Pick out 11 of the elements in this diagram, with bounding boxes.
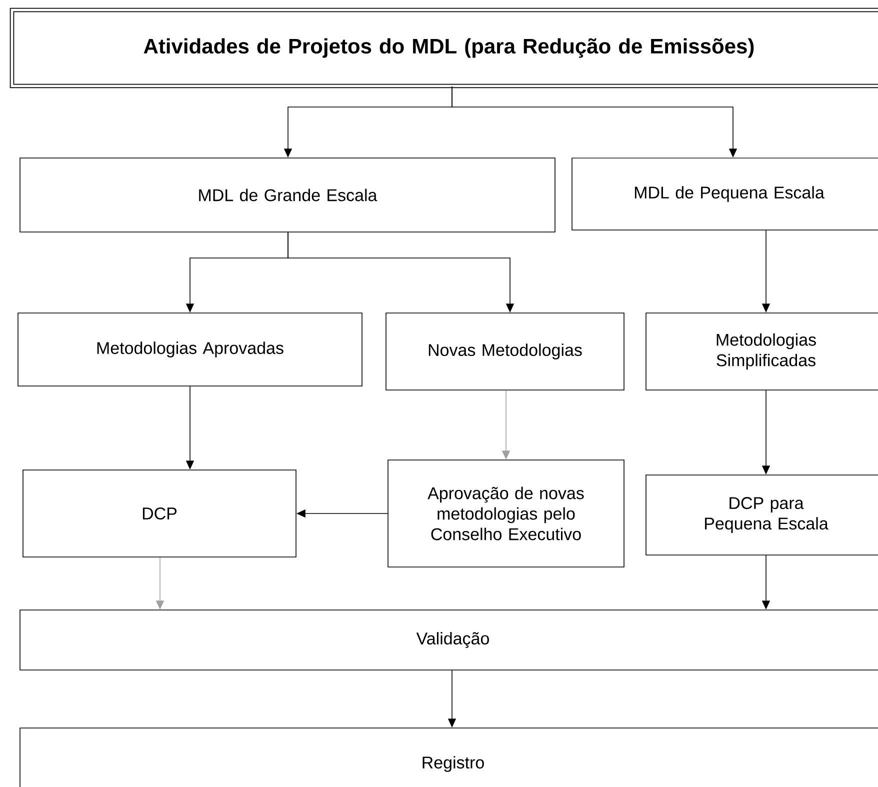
process-box: MDL de Grande Escala xyxy=(20,158,556,232)
process-box: DCP xyxy=(22,470,296,558)
process-box: Aprovação de novas metodologias pelo Conselho Executivo xyxy=(388,460,624,568)
process-box: Validação xyxy=(20,610,878,670)
title-box: Atividades de Projetos do MDL (para Redução de Emissões) xyxy=(10,8,878,88)
process-box: Registro xyxy=(20,728,878,787)
process-box: Metodologias Simplificadas xyxy=(646,312,878,390)
process-box: DCP para Pequena Escala xyxy=(646,474,878,556)
process-box: MDL de Pequena Escala xyxy=(572,158,878,230)
process-box: Metodologias Aprovadas xyxy=(18,312,362,386)
process-box: Novas Metodologias xyxy=(386,312,624,390)
